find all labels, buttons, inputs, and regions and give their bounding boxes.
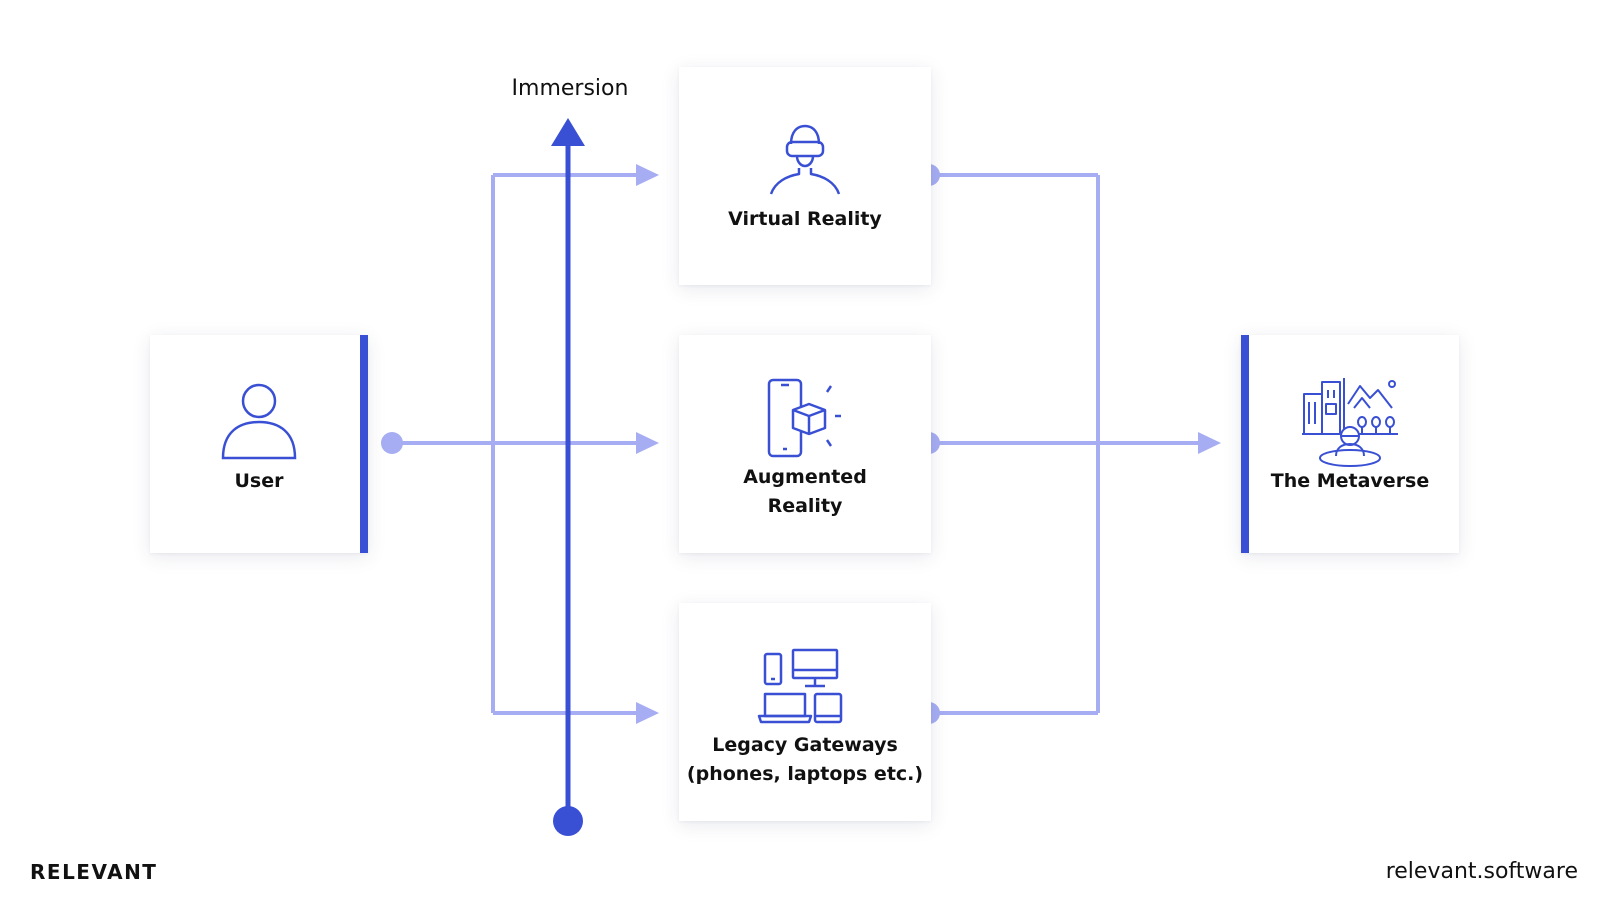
immersion-axis-origin-dot	[553, 806, 583, 836]
legacy-node: Legacy Gateways (phones, laptops etc.)	[679, 603, 931, 821]
site-url: relevant.software	[1385, 859, 1578, 884]
devices-icon	[750, 641, 860, 731]
branch-to-legacy-arrowhead	[636, 702, 659, 724]
brand-logo-text: RELEVANT	[30, 860, 158, 884]
ar-node: Augmented Reality	[679, 335, 931, 553]
vr-node-label: Virtual Reality	[728, 208, 882, 230]
immersion-axis-arrowhead	[551, 118, 585, 146]
user-node-label: User	[234, 470, 284, 492]
user-icon	[204, 377, 314, 467]
metaverse-node: The Metaverse	[1241, 335, 1459, 553]
user-node-accent-bar	[360, 335, 368, 553]
user-to-ar-arrowhead	[636, 432, 659, 454]
metaverse-city-icon	[1295, 377, 1405, 467]
metaverse-node-accent-bar	[1241, 335, 1249, 553]
metaverse-node-label: The Metaverse	[1270, 470, 1430, 492]
branch-to-vr-arrowhead	[636, 164, 659, 186]
ar-node-label: Augmented Reality	[743, 466, 867, 517]
immersion-axis-label: Immersion	[511, 76, 629, 101]
vr-headset-user-icon	[750, 115, 860, 205]
vr-node: Virtual Reality	[679, 67, 931, 285]
phone-cube-icon	[750, 373, 860, 463]
legacy-node-label: Legacy Gateways (phones, laptops etc.)	[686, 734, 924, 785]
user-node: User	[150, 335, 368, 553]
merge-to-metaverse-arrowhead	[1198, 432, 1221, 454]
